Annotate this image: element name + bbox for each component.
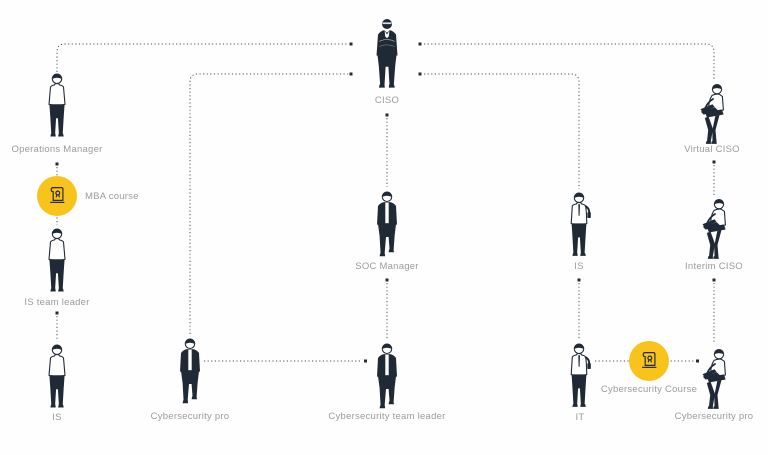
- person-phone-icon: [570, 342, 592, 408]
- person-seated-laptop-icon: [699, 83, 725, 145]
- person-seated-laptop-icon: [701, 198, 727, 260]
- label-operations-manager: Operations Manager: [11, 144, 103, 155]
- label-is-left: IS: [52, 412, 62, 423]
- person-standing-icon: [48, 73, 66, 138]
- label-it: IT: [575, 412, 585, 423]
- label-is-team-leader: IS team leader: [24, 297, 90, 308]
- person-standing-icon: [48, 228, 66, 293]
- label-soc-manager: SOC Manager: [355, 261, 419, 272]
- person-suit-icon: [376, 18, 398, 89]
- cybersecurity-course-badge: [629, 341, 669, 381]
- certificate-icon: [641, 352, 657, 368]
- connector-is-right-ciso: [424, 73, 580, 189]
- label-cybersecurity-pro-left: Cybersecurity pro: [150, 411, 230, 422]
- label-is-right: IS: [574, 261, 584, 272]
- label-mba-course: MBA course: [85, 191, 139, 202]
- person-phone-icon: [570, 191, 592, 257]
- label-cybersecurity-course: Cybersecurity Course: [600, 384, 698, 395]
- person-walking-icon: [376, 191, 398, 257]
- label-cybersecurity-pro-right: Cybersecurity pro: [674, 411, 754, 422]
- connector-virtual-ciso-ciso: [424, 43, 715, 79]
- person-seated-laptop-icon: [701, 348, 727, 410]
- label-virtual-ciso: Virtual CISO: [684, 144, 740, 155]
- mba-course-badge: [37, 176, 77, 216]
- arrow-endpoints: [55, 42, 716, 363]
- connector-operations-manager-ciso: [56, 43, 348, 72]
- person-walking-icon: [376, 343, 398, 409]
- label-cybersecurity-team-leader: Cybersecurity team leader: [328, 411, 446, 422]
- connector-cybersecurity-pro-ciso: [189, 73, 348, 334]
- person-standing-icon: [48, 344, 66, 409]
- label-ciso: CISO: [374, 95, 400, 106]
- person-walking-icon: [179, 338, 201, 404]
- certificate-icon: [49, 187, 65, 203]
- label-interim-ciso: Interim CISO: [685, 261, 743, 272]
